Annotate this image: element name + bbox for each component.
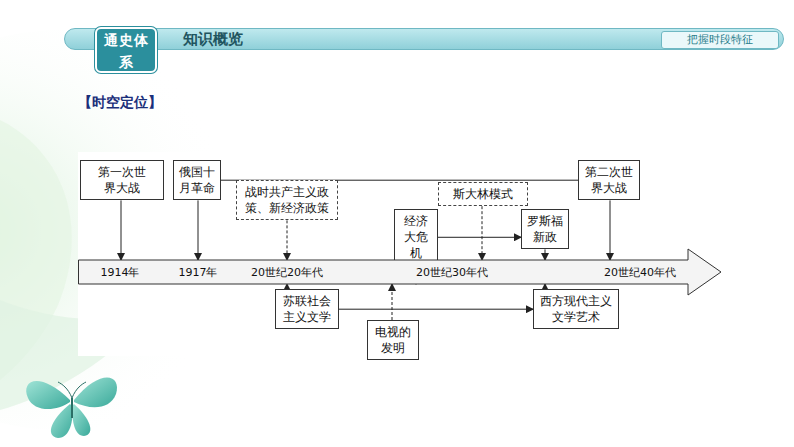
culture-box: 西方现代主义文学艺术 — [533, 289, 619, 329]
box-text: 罗斯福新政 — [526, 213, 564, 245]
culture-box: 电视的发明 — [367, 320, 419, 360]
connector — [482, 206, 483, 260]
hint-box: 把握时段特征 — [661, 31, 779, 49]
policy-box: 斯大林模式 — [438, 182, 528, 206]
box-text: 西方现代主义文学艺术 — [538, 293, 614, 325]
box-text: 苏联社会主义文学 — [280, 293, 334, 325]
section-label: 【时空定位】 — [78, 94, 162, 112]
year-label: 20世纪30年代 — [416, 265, 488, 280]
box-text: 把握时段特征 — [662, 32, 778, 48]
header-band: 知识概览通史体系把握时段特征 — [64, 28, 784, 50]
year-label: 20世纪40年代 — [604, 265, 676, 280]
event-box: 经济大危机 — [394, 209, 438, 266]
connector — [198, 200, 199, 260]
connector — [287, 220, 288, 260]
box-text: 第二次世界大战 — [583, 164, 635, 196]
connector — [339, 309, 533, 310]
box-text: 通史体系 — [97, 29, 155, 73]
connector — [438, 237, 521, 238]
year-label: 1914年 — [101, 265, 140, 280]
year-label: 20世纪20年代 — [251, 265, 323, 280]
event-box: 罗斯福新政 — [521, 209, 569, 249]
box-text: 俄国十月革命 — [178, 164, 216, 196]
connector — [610, 200, 611, 260]
box-text: 第一次世界大战 — [95, 164, 149, 196]
timeline-arrow: 1914年 1917年 20世纪20年代 20世纪30年代 20世纪40年代 — [78, 248, 722, 296]
box-text: 斯大林模式 — [443, 186, 523, 202]
culture-box: 苏联社会主义文学 — [275, 289, 339, 329]
connector — [545, 249, 546, 260]
connector — [392, 284, 393, 320]
box-text: 战时共产主义政策、新经济政策 — [241, 184, 333, 216]
event-box: 第一次世界大战 — [80, 160, 164, 200]
section-tag: 通史体系 — [95, 27, 157, 73]
event-box: 第二次世界大战 — [578, 160, 640, 200]
event-box: 俄国十月革命 — [173, 160, 221, 200]
header-title: 知识概览 — [183, 30, 243, 49]
connector — [121, 200, 122, 260]
year-label: 1917年 — [179, 265, 218, 280]
box-text: 经济大危机 — [399, 213, 433, 262]
box-text: 电视的发明 — [372, 324, 414, 356]
policy-box: 战时共产主义政策、新经济政策 — [236, 180, 338, 220]
butterfly — [26, 378, 117, 439]
